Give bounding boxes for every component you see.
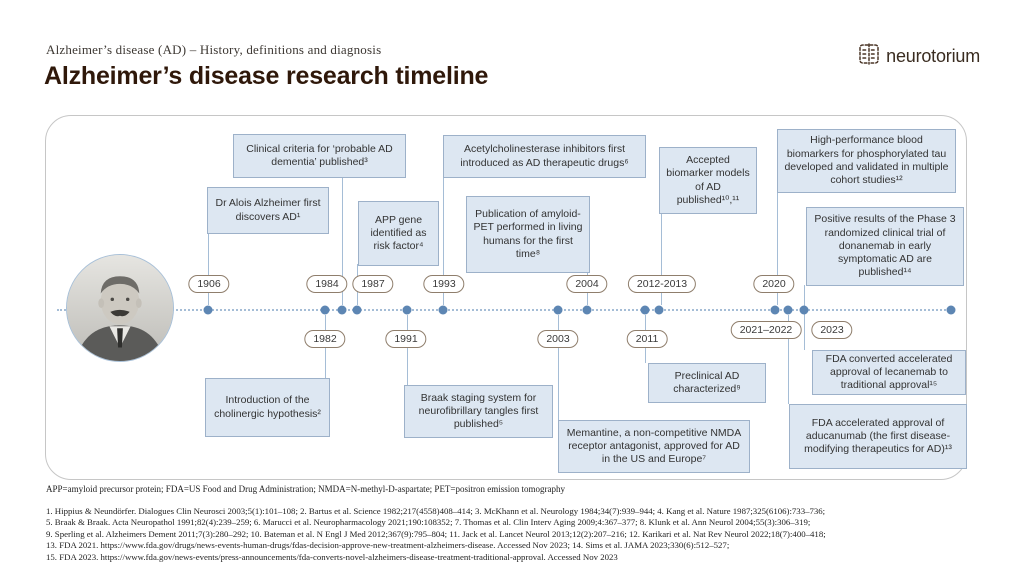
connector-line xyxy=(558,315,559,420)
connector-line xyxy=(407,315,408,385)
timeline-dot xyxy=(203,305,213,315)
event-box-cholinergic-hypothesis: Introduction of the cholinergic hypothes… xyxy=(205,378,330,437)
timeline-dot xyxy=(783,305,793,315)
year-pill-2021-2022: 2021–2022 xyxy=(730,321,802,339)
event-box-blood-biomarkers: High-performance blood biomarkers for ph… xyxy=(777,129,956,193)
timeline-dot xyxy=(337,305,347,315)
reference-line: 15. FDA 2023. https://www.fda.gov/news-e… xyxy=(46,551,618,562)
connector-line xyxy=(443,177,444,305)
timeline-dot xyxy=(582,305,592,315)
year-pill-2003: 2003 xyxy=(537,330,579,348)
connector-line xyxy=(777,192,778,305)
connector-line xyxy=(342,177,343,305)
year-pill-2012-2013: 2012-2013 xyxy=(627,275,697,293)
event-box-preclinical-ad: Preclinical AD characterized⁹ xyxy=(648,363,766,403)
event-box-app-gene: APP gene identified as risk factor⁴ xyxy=(358,201,439,266)
footer-abbreviations: APP=amyloid precursor protein; FDA=US Fo… xyxy=(46,484,566,494)
event-box-donanemab-trial: Positive results of the Phase 3 randomiz… xyxy=(806,207,964,286)
connector-line xyxy=(661,213,662,305)
year-pill-2011: 2011 xyxy=(626,330,668,348)
event-box-braak-staging: Braak staging system for neurofibrillary… xyxy=(404,385,553,438)
timeline-dot xyxy=(654,305,664,315)
timeline-dot xyxy=(946,305,956,315)
timeline-dot xyxy=(640,305,650,315)
event-box-ache-inhibitors: Acetylcholinesterase inhibitors first in… xyxy=(443,135,646,178)
brain-maze-icon xyxy=(857,42,881,71)
event-box-amyloid-pet: Publication of amyloid-PET performed in … xyxy=(466,196,590,273)
timeline-dot xyxy=(438,305,448,315)
neurotorium-logo: neurotorium xyxy=(857,42,980,71)
connector-line xyxy=(208,230,209,305)
timeline-dot xyxy=(799,305,809,315)
reference-line: 5. Braak & Braak. Acta Neuropathol 1991;… xyxy=(46,517,811,528)
event-box-lecanemab-approval: FDA converted accelerated approval of le… xyxy=(812,350,966,395)
event-box-memantine: Memantine, a non-competitive NMDA recept… xyxy=(558,420,750,473)
timeline-dot xyxy=(402,305,412,315)
reference-line: 9. Sperling et al. Alzheimers Dement 201… xyxy=(46,528,826,539)
event-box-aducanumab-approval: FDA accelerated approval of aducanumab (… xyxy=(789,404,967,469)
timeline-axis xyxy=(57,309,950,311)
timeline-dot xyxy=(352,305,362,315)
alois-alzheimer-portrait xyxy=(66,254,174,362)
year-pill-1993: 1993 xyxy=(423,275,465,293)
year-pill-1984: 1984 xyxy=(306,275,348,293)
connector-line xyxy=(804,285,805,350)
slide-subtitle: Alzheimer’s disease (AD) – History, defi… xyxy=(46,42,382,57)
year-pill-2020: 2020 xyxy=(753,275,795,293)
reference-line: 13. FDA 2021. https://www.fda.gov/drugs/… xyxy=(46,540,730,551)
connector-line xyxy=(788,315,789,404)
timeline-dot xyxy=(553,305,563,315)
footer-references: 1. Hippius & Neundörfer. Dialogues Clin … xyxy=(46,506,826,563)
year-pill-1987: 1987 xyxy=(352,275,394,293)
timeline-dot xyxy=(320,305,330,315)
timeline-dot xyxy=(770,305,780,315)
event-box-alois-discovers-ad: Dr Alois Alzheimer first discovers AD¹ xyxy=(207,187,329,234)
logo-text: neurotorium xyxy=(886,46,980,66)
event-box-biomarker-models: Accepted biomarker models of AD publishe… xyxy=(659,147,757,214)
year-pill-1991: 1991 xyxy=(385,330,427,348)
year-pill-2023: 2023 xyxy=(811,321,853,339)
page-title: Alzheimer’s disease research timeline xyxy=(44,62,489,90)
year-pill-1982: 1982 xyxy=(304,330,346,348)
year-pill-1906: 1906 xyxy=(188,275,230,293)
portrait-photo xyxy=(67,255,173,361)
reference-line: 1. Hippius & Neundörfer. Dialogues Clin … xyxy=(46,506,826,516)
year-pill-2004: 2004 xyxy=(566,275,608,293)
event-box-clinical-criteria: Clinical criteria for ‘probable AD demen… xyxy=(233,134,406,178)
